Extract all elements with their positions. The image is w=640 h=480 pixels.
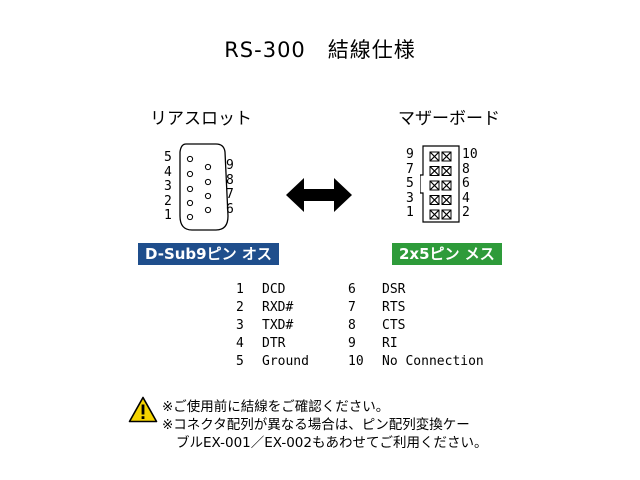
pin-number: 5 xyxy=(406,176,414,191)
pin-number: 8 xyxy=(462,161,470,177)
note-line: ※コネクタ配列が異なる場合は、ピン配列変換ケー xyxy=(162,417,470,433)
table-row: 5 Ground 10 No Connection xyxy=(236,352,484,370)
db9-connector-icon xyxy=(179,143,229,231)
female-connector-badge: 2x5ピン メス xyxy=(392,243,502,265)
note-line: ブルEX-001／EX-002もあわせてご利用ください。 xyxy=(176,435,488,451)
header-pin xyxy=(441,151,452,162)
header-left-pin-numbers: 9 7 5 3 1 xyxy=(406,147,414,221)
pin-number: 3 xyxy=(164,179,172,194)
pin-number-cell: 6 xyxy=(348,281,356,297)
page-title: RS-300 結線仕様 xyxy=(224,38,416,62)
header-pin xyxy=(429,166,440,176)
pin-number-cell: 3 xyxy=(236,317,244,333)
pin-number-cell: 5 xyxy=(236,353,244,369)
table-row: 1 DCD 6 DSR xyxy=(236,280,484,298)
pin-number: 4 xyxy=(164,164,172,180)
signal-cell: No Connection xyxy=(382,353,484,369)
pin-number: 4 xyxy=(462,190,470,206)
signal-cell: RXD# xyxy=(262,299,294,315)
pin-number: 9 xyxy=(406,147,414,162)
notes: ※ご使用前に結線をご確認ください。 ※コネクタ配列が異なる場合は、ピン配列変換ケ… xyxy=(162,398,488,452)
db9-right-pin-numbers: 9 8 7 6 xyxy=(226,158,234,217)
pin-number-cell: 9 xyxy=(348,335,356,351)
pin-number: 8 xyxy=(226,172,234,188)
rear-slot-label: リアスロット xyxy=(150,109,252,129)
pin-number-cell: 4 xyxy=(236,335,244,351)
header-pin xyxy=(429,180,440,191)
pin-number: 6 xyxy=(226,201,234,217)
pin-number: 7 xyxy=(226,187,234,202)
pin-number: 7 xyxy=(406,161,414,177)
pin-number: 6 xyxy=(462,176,470,191)
header-pin xyxy=(429,209,440,220)
signal-cell: TXD# xyxy=(262,317,294,333)
header-pin xyxy=(441,180,452,191)
male-connector-badge: D-Sub9ピン オス xyxy=(138,243,279,265)
pin-number-cell: 8 xyxy=(348,317,356,333)
pin-number: 1 xyxy=(406,205,414,220)
pin-assignment-table: 1 DCD 6 DSR 2 RXD# 7 RTS 3 TXD# 8 CTS 4 DTR 9 RI 5 Ground… xyxy=(236,280,484,370)
pin-number-cell: 1 xyxy=(236,281,244,297)
signal-cell: DCD xyxy=(262,281,286,297)
signal-cell: DTR xyxy=(262,335,286,351)
signal-cell: CTS xyxy=(382,317,406,333)
note-line: ※ご使用前に結線をご確認ください。 xyxy=(162,399,390,415)
db9-left-pin-numbers: 5 4 3 2 1 xyxy=(164,150,172,224)
pin-number: 9 xyxy=(226,158,234,173)
header-pin xyxy=(441,209,452,220)
pin-number: 2 xyxy=(462,205,470,220)
table-row: 3 TXD# 8 CTS xyxy=(236,316,484,334)
warning-icon xyxy=(128,396,158,423)
pin-number: 1 xyxy=(164,208,172,223)
table-row: 2 RXD# 7 RTS xyxy=(236,298,484,316)
pin-number-cell: 2 xyxy=(236,299,244,315)
header-right-pin-numbers: 10 8 6 4 2 xyxy=(462,147,478,221)
signal-cell: RTS xyxy=(382,299,406,315)
pin-number: 5 xyxy=(164,150,172,165)
signal-cell: RI xyxy=(382,335,398,351)
header-pin xyxy=(441,166,452,176)
signal-cell: DSR xyxy=(382,281,406,297)
pin-number: 3 xyxy=(406,190,414,206)
table-row: 4 DTR 9 RI xyxy=(236,334,484,352)
header-pin xyxy=(441,195,452,205)
pin-number-cell: 7 xyxy=(348,299,356,315)
motherboard-label: マザーボード xyxy=(398,109,500,129)
pin-header-icon xyxy=(420,145,460,223)
pin-number: 10 xyxy=(462,147,478,162)
header-pin xyxy=(429,195,440,205)
signal-cell: Ground xyxy=(262,353,309,369)
pin-number: 2 xyxy=(164,193,172,209)
double-arrow-icon xyxy=(286,178,352,212)
pin-number-cell: 10 xyxy=(348,353,364,369)
header-pin xyxy=(429,151,440,162)
